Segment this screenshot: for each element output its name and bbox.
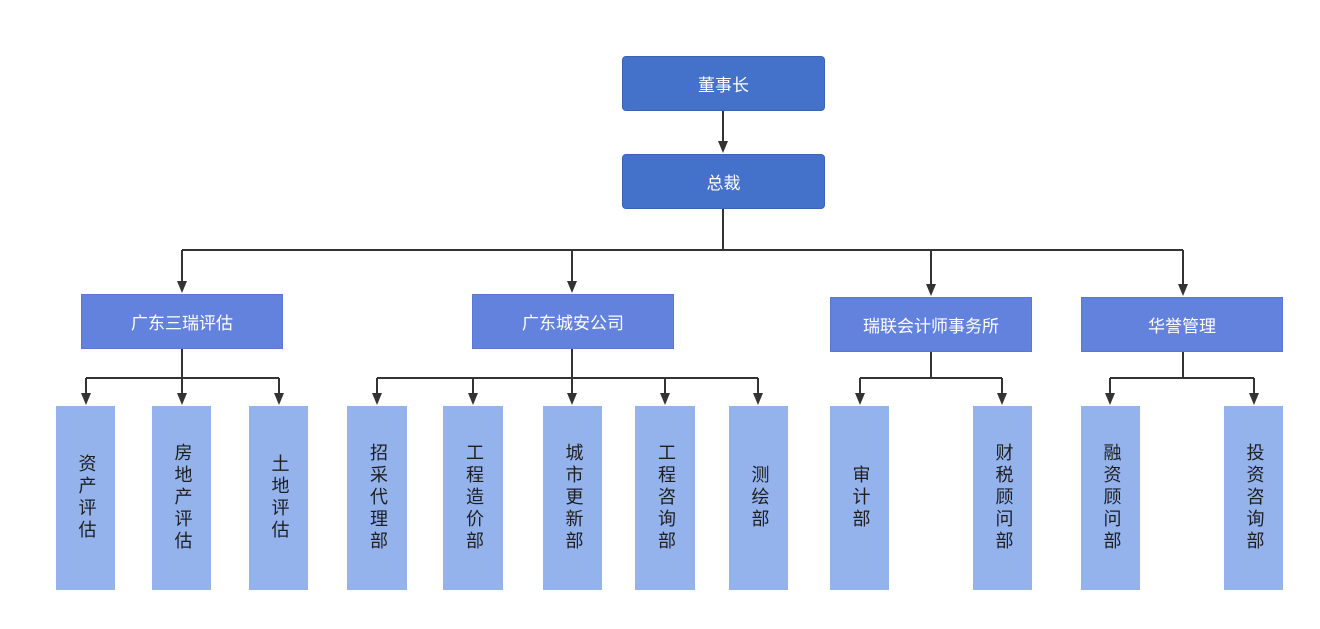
division-ruilian-box: 瑞联会计师事务所 <box>830 297 1032 352</box>
division-sanrui-box: 广东三瑞评估 <box>81 294 283 349</box>
dept-urban-renewal: 城市更新部 <box>543 406 602 590</box>
division-chengan-box: 广东城安公司 <box>472 294 674 349</box>
arrowhead <box>997 393 1007 405</box>
arrowhead <box>1105 393 1115 405</box>
arrowhead <box>718 141 728 153</box>
dept-investment-consulting: 投资咨询部 <box>1224 406 1283 590</box>
arrowhead <box>926 284 936 296</box>
dept-cost-engineering: 工程造价部 <box>443 406 503 590</box>
dept-land-valuation: 土地评估 <box>249 406 308 590</box>
arrowhead <box>81 393 91 405</box>
dept-real-estate-valuation: 房地产评估 <box>152 406 211 590</box>
arrowhead <box>177 281 187 293</box>
arrowhead <box>567 281 577 293</box>
president-box: 总裁 <box>622 154 825 209</box>
dept-engineering-consulting: 工程咨询部 <box>635 406 695 590</box>
arrowhead <box>753 393 763 405</box>
arrowhead <box>855 393 865 405</box>
division-huayu-box: 华誉管理 <box>1081 297 1283 352</box>
dept-tax-advisory: 财税顾问部 <box>973 406 1032 590</box>
chairman-box: 董事长 <box>622 56 825 111</box>
dept-financing-advisory: 融资顾问部 <box>1081 406 1140 590</box>
dept-audit: 审计部 <box>830 406 889 590</box>
arrowhead <box>274 393 284 405</box>
arrowhead <box>372 393 382 405</box>
dept-surveying: 测绘部 <box>729 406 788 590</box>
dept-asset-valuation: 资产评估 <box>56 406 115 590</box>
arrowhead <box>567 393 577 405</box>
arrowhead <box>1249 393 1259 405</box>
arrowhead <box>1178 284 1188 296</box>
dept-procurement-agency: 招采代理部 <box>347 406 407 590</box>
arrowhead <box>177 393 187 405</box>
arrowhead <box>660 393 670 405</box>
arrowhead <box>468 393 478 405</box>
